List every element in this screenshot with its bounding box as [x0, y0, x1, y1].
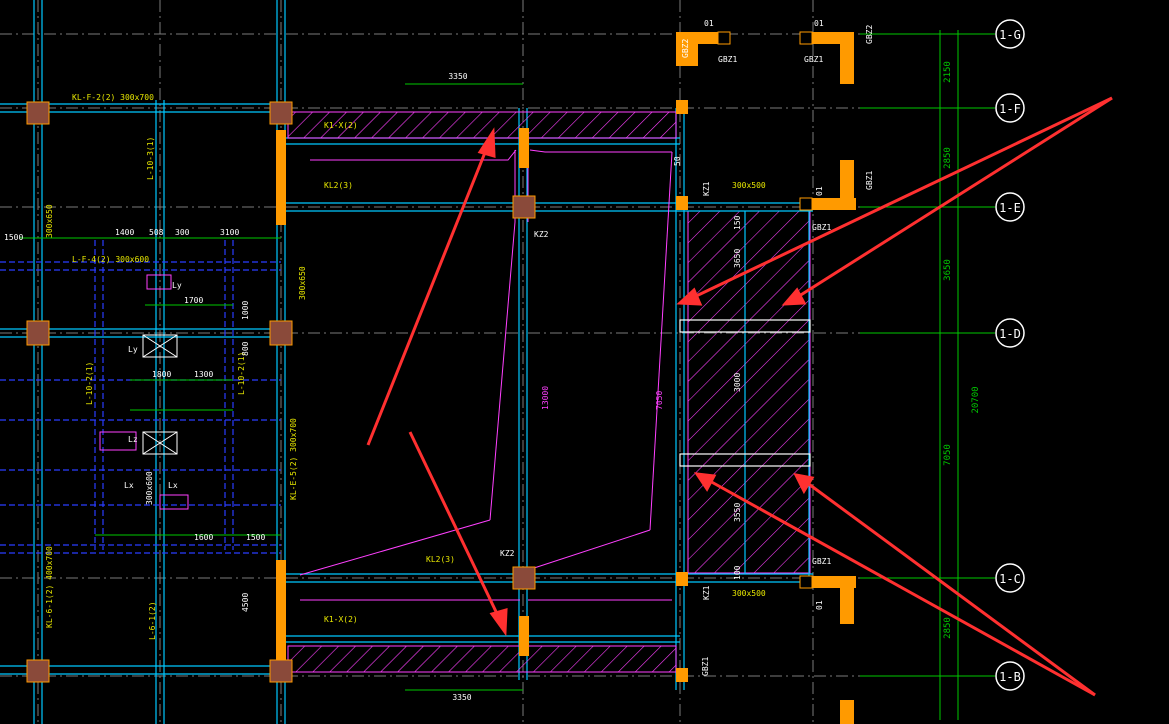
dim-508: 508	[149, 228, 164, 237]
beam-label-kl-e5: KL-E-5(2) 300x700	[289, 418, 298, 500]
section-label-650b: 300x650	[298, 266, 307, 300]
gbz-label-1b: GBZ1	[804, 55, 823, 64]
span-dim-ed: 3650	[943, 259, 953, 281]
left-openings	[142, 334, 178, 455]
dim-1000: 1000	[241, 301, 250, 320]
dim-01d: 01	[815, 600, 824, 610]
axis-label-1d: 1-D	[999, 327, 1021, 341]
axis-bubble-1e: 1-E	[995, 192, 1025, 222]
red-arrows	[366, 96, 1113, 697]
gbz-members	[676, 31, 856, 724]
dim-13000: 13000	[541, 386, 550, 410]
slab-label-lz: Lz	[128, 435, 138, 444]
dim-150: 150	[733, 215, 742, 230]
dim-800: 800	[241, 341, 250, 356]
dim-top-3350: 3350	[448, 72, 467, 81]
dim-1500b: 1500	[246, 533, 265, 542]
slab-label-ly2: Ly	[128, 345, 138, 354]
dim-3100: 3100	[220, 228, 239, 237]
dim-bottom-3350: 3350	[452, 693, 471, 702]
hatch-band-top	[287, 111, 677, 139]
columns	[26, 101, 536, 683]
span-dim-gf: 2150	[943, 61, 953, 83]
beam-label-kl-6: KL-6-1(2) 400x700	[45, 546, 54, 628]
gbz-label-1c: GBZ1	[865, 171, 874, 190]
beam-label-l-10-21b: L-10-2(1)	[237, 352, 246, 395]
dim-3000: 3000	[733, 373, 742, 392]
section-label-600: 300x600	[145, 471, 154, 505]
dim-01c: 01	[815, 186, 824, 196]
beam-label-k1x2-bot: K1-X(2)	[324, 615, 358, 624]
beam-label-kl-f2: KL-F-2(2) 300x700	[72, 93, 154, 102]
section-label-650: 300x650	[45, 204, 54, 238]
beam-label-kl2-3b: KL2(3)	[426, 555, 455, 564]
dim-1500: 1500	[4, 233, 23, 242]
dim-1400: 1400	[115, 228, 134, 237]
beam-label-l-10-31: L-10-3(1)	[146, 137, 155, 180]
axis-label-1f: 1-F	[999, 102, 1021, 116]
left-secondary-beams	[0, 240, 281, 554]
stair-flight-lines	[299, 149, 673, 601]
column-edge-strips	[276, 100, 688, 682]
dim-100: 100	[733, 565, 742, 580]
slab-label-lx: Lx	[124, 481, 134, 490]
beam-label-l-6-12: L-6-1(2)	[148, 601, 157, 640]
axis-label-1g: 1-G	[999, 28, 1021, 42]
axis-label-1e: 1-E	[999, 201, 1021, 215]
beam-label-l-10-21: L-10-2(1)	[85, 362, 94, 405]
section-label-b: 300x500	[732, 589, 766, 598]
right-area-white-lines	[679, 319, 811, 467]
beam-label-kl2-3: KL2(3)	[324, 181, 353, 190]
beam-label-l-f4: L-F-4(2) 300x600	[72, 255, 149, 264]
dim-3650: 3650	[733, 249, 742, 268]
dim-1300: 1300	[194, 370, 213, 379]
column-label-kz2b: KZ2	[500, 549, 515, 558]
gbz-label-1: GBZ1	[718, 55, 737, 64]
span-dim-total: 20700	[971, 386, 981, 413]
left-dimension-lines	[20, 83, 523, 691]
beam-label-k1x2-top: K1-X(2)	[324, 121, 358, 130]
axis-bubble-1c: 1-C	[995, 563, 1025, 593]
left-opening-outlines	[99, 274, 189, 510]
column-label-kz1b: KZ1	[702, 585, 711, 600]
span-dim-cb: 2850	[943, 617, 953, 639]
gbz-label-2: GBZ2	[681, 39, 690, 58]
dim-01b: 01	[814, 19, 824, 28]
axis-bubble-1b: 1-B	[995, 661, 1025, 691]
dim-01: 01	[704, 19, 714, 28]
column-label-kz2: KZ2	[534, 230, 549, 239]
span-dim-dc: 7050	[943, 444, 953, 466]
axis-bubble-1g: 1-G	[995, 19, 1025, 49]
axis-label-1b: 1-B	[999, 670, 1021, 684]
gbz-label-1f: GBZ1	[701, 657, 710, 676]
section-label-a: 300x500	[732, 181, 766, 190]
dim-300: 300	[175, 228, 190, 237]
gbz-label-1d: GBZ1	[812, 223, 831, 232]
hatch-band-bottom	[287, 645, 677, 673]
gbz-label-1e: GBZ1	[812, 557, 831, 566]
dim-1600: 1600	[194, 533, 213, 542]
column-label-kz1: KZ1	[702, 181, 711, 196]
dim-3550: 3550	[733, 503, 742, 522]
gbz-label-2b: GBZ2	[865, 25, 874, 44]
dim-1800: 1800	[152, 370, 171, 379]
dim-7050-rot: 7050	[655, 391, 664, 410]
span-dim-fe: 2850	[943, 147, 953, 169]
hatch-area-right	[687, 210, 811, 574]
axis-bubble-1d: 1-D	[995, 318, 1025, 348]
dim-1700: 1700	[184, 296, 203, 305]
axis-label-1c: 1-C	[999, 572, 1021, 586]
slab-label-lx2: Lx	[168, 481, 178, 490]
axis-bubble-1f: 1-F	[995, 93, 1025, 123]
dim-4500: 4500	[241, 593, 250, 612]
dim-50: 50	[673, 156, 682, 166]
slab-label-ly: Ly	[172, 281, 182, 290]
